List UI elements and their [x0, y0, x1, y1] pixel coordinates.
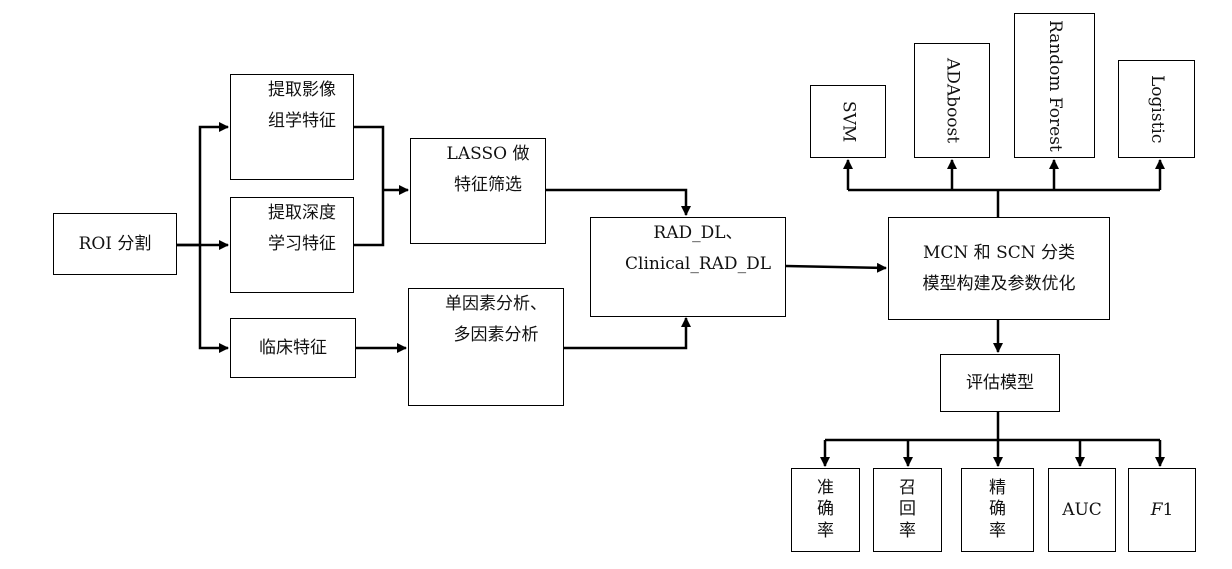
rad-dl-node: RAD_DL、 Clinical_RAD_DL: [590, 217, 786, 317]
roi-label: ROI 分割: [78, 233, 152, 254]
radiomics-feature-node: 提取影像 组学特征: [230, 74, 354, 180]
evaluate-model-node: 评估模型: [940, 354, 1060, 412]
clinical-label: 临床特征: [259, 337, 327, 358]
classifier-adaboost-node: ADAboost: [914, 43, 990, 158]
deep-line-2: 学习特征: [268, 233, 336, 254]
metric-accuracy-node: 准 确 率: [791, 468, 860, 552]
lasso-line-2: 特征筛选: [454, 174, 522, 195]
f1-italic-part: F: [1150, 499, 1163, 520]
line-deep-merge: [353, 190, 385, 247]
deep-line-1: 提取深度: [268, 203, 336, 223]
recall-char-2: 回: [899, 499, 916, 520]
univariate-line-2: 多因素分析: [453, 324, 539, 345]
model-build-node: MCN 和 SCN 分类 模型构建及参数优化: [888, 217, 1110, 320]
metric-f1-node: F1: [1128, 468, 1196, 552]
auc-label: AUC: [1062, 499, 1102, 520]
classifier-svm-node: SVM: [810, 85, 886, 158]
arrow-roi-to-radiomics: [175, 122, 229, 247]
logistic-label: Logistic: [1146, 74, 1167, 144]
clinical-feature-node: 临床特征: [230, 318, 356, 378]
arrow-univariate-to-raddl: [563, 317, 691, 350]
svm-label: SVM: [838, 100, 859, 143]
line-radiomics-merge: [353, 125, 385, 190]
metric-auc-node: AUC: [1048, 468, 1116, 552]
metric-precision-node: 精 确 率: [961, 468, 1034, 552]
classifier-logistic-node: Logistic: [1118, 60, 1195, 158]
evaluate-label: 评估模型: [966, 372, 1034, 393]
precision-char-2: 确: [989, 499, 1006, 520]
f1-label: F1: [1151, 495, 1174, 526]
randomforest-label: Random Forest: [1044, 19, 1065, 152]
deep-feature-node: 提取深度 学习特征: [230, 197, 354, 293]
lasso-node: LASSO 做 特征筛选: [410, 138, 546, 244]
univariate-line-1: 单因素分析、: [445, 294, 547, 314]
lasso-line-1: LASSO 做: [446, 144, 530, 164]
model-build-line-1: MCN 和 SCN 分类: [922, 242, 1076, 263]
precision-char-1: 精: [989, 478, 1006, 499]
adaboost-label: ADAboost: [942, 57, 963, 144]
f1-number-part: 1: [1162, 499, 1174, 520]
recall-char-3: 率: [899, 520, 916, 541]
rad-dl-line-1: RAD_DL、: [653, 223, 743, 243]
arrow-raddl-to-mcn: [785, 262, 887, 273]
arrow-lasso-to-raddl: [545, 188, 691, 216]
classifier-randomforest-node: Random Forest: [1014, 13, 1095, 158]
model-build-line-2: 模型构建及参数优化: [922, 273, 1076, 294]
rad-dl-line-2: Clinical_RAD_DL: [625, 253, 771, 274]
precision-char-3: 率: [989, 520, 1006, 541]
accuracy-char-1: 准: [817, 478, 834, 499]
recall-char-1: 召: [899, 478, 916, 499]
radiomics-line-1: 提取影像: [268, 80, 336, 100]
arrow-roi-to-clinical: [198, 245, 229, 353]
roi-segmentation-node: ROI 分割: [53, 213, 177, 275]
metric-recall-node: 召 回 率: [873, 468, 942, 552]
radiomics-line-2: 组学特征: [268, 110, 336, 131]
univariate-analysis-node: 单因素分析、 多因素分析: [408, 288, 564, 406]
accuracy-char-3: 率: [817, 520, 834, 541]
accuracy-char-2: 确: [817, 499, 834, 520]
